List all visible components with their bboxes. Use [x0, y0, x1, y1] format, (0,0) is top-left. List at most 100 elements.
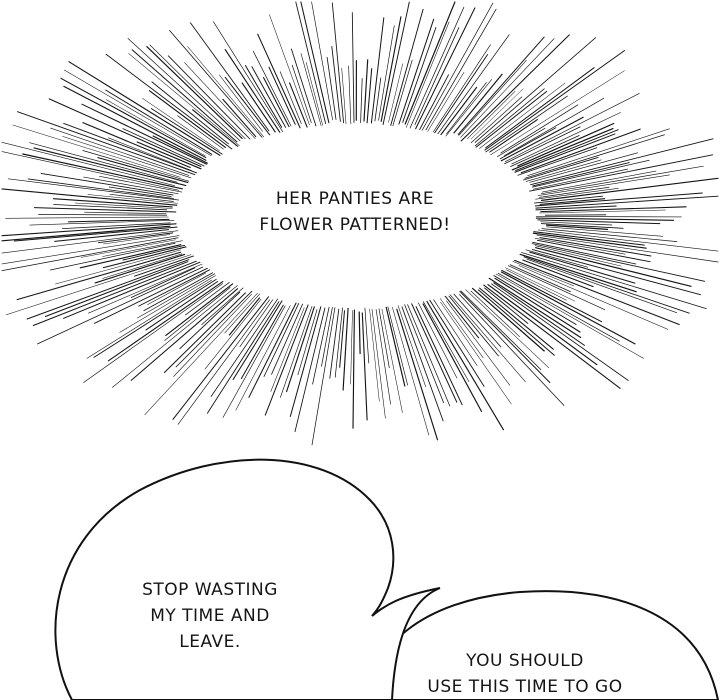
burst-ray — [228, 297, 261, 336]
burst-ray — [326, 56, 337, 120]
burst-ray — [385, 306, 406, 387]
burst-ray — [439, 86, 478, 137]
burst-ray — [224, 291, 262, 334]
burst-ray — [448, 293, 526, 383]
burst-ray — [539, 186, 610, 198]
burst-ray — [387, 306, 408, 386]
burst-ray — [528, 154, 714, 192]
burst-ray — [222, 98, 257, 138]
burst-ray — [511, 112, 621, 165]
burst-ray — [388, 63, 403, 123]
burst-ray — [369, 308, 380, 402]
burst-ray — [375, 309, 391, 405]
burst-ray — [239, 299, 274, 348]
speech-left-line-1: STOP WASTING — [142, 580, 278, 600]
burst-ray — [380, 16, 402, 122]
burst-ray — [487, 284, 598, 366]
burst-ray — [522, 156, 599, 181]
burst-ray — [297, 309, 318, 376]
burst-ray — [497, 272, 620, 342]
speech-right-line-2: USE THIS TIME TO GO — [427, 677, 623, 697]
burst-ray — [87, 194, 179, 204]
burst-ray — [535, 247, 692, 287]
burst-ray — [500, 104, 579, 154]
burst-ray — [128, 53, 241, 147]
burst-ray — [500, 271, 636, 345]
burst-ray — [271, 301, 304, 375]
burst-ray — [470, 290, 521, 338]
burst-ray — [401, 306, 444, 422]
burst-ray — [63, 122, 199, 175]
burst-ray — [201, 286, 245, 325]
burst-ray — [289, 306, 322, 418]
speech-left-line-2: MY TIME AND — [150, 606, 270, 626]
burst-ray — [500, 116, 584, 162]
burst-ray — [519, 251, 707, 309]
burst-ray — [494, 273, 644, 359]
burst-ray — [518, 265, 669, 330]
burst-ray — [53, 204, 168, 211]
burst-ray — [5, 254, 192, 316]
burst-ray — [86, 279, 212, 359]
burst-ray — [290, 48, 317, 128]
burst-ray — [541, 228, 678, 242]
burst-ray — [350, 310, 353, 385]
burst-ray — [407, 304, 451, 407]
burst-ray — [103, 234, 171, 245]
burst-ray — [513, 133, 616, 173]
burst-ray — [1, 225, 171, 242]
burst-ray — [504, 93, 640, 163]
burst-ray — [295, 1, 327, 124]
burst-ray — [94, 267, 210, 324]
burst-ray — [537, 229, 719, 252]
burst-ray — [94, 253, 186, 284]
focus-burst-center — [176, 124, 536, 308]
burst-ray — [251, 66, 287, 128]
burst-ray — [40, 172, 174, 196]
burst-ray — [426, 71, 465, 134]
burst-ray — [105, 53, 233, 150]
burst-ray — [378, 308, 390, 369]
burst-ray — [27, 178, 174, 199]
burst-ray — [382, 1, 410, 125]
burst-ray — [187, 46, 265, 139]
burst-ray — [108, 186, 172, 197]
burst-ray — [458, 34, 570, 144]
burst-ray — [422, 303, 483, 412]
burst-ray — [147, 272, 207, 305]
burst-ray — [82, 150, 190, 182]
burst-ray — [484, 95, 568, 154]
burst-ray — [363, 59, 369, 122]
burst-ray — [83, 283, 223, 383]
burst-ray — [33, 147, 188, 187]
burst-ray — [540, 165, 704, 195]
burst-ray — [150, 108, 224, 156]
burst-ray — [540, 206, 687, 213]
burst-ray — [417, 302, 458, 379]
burst-ray — [511, 128, 614, 171]
burst-ray — [1, 188, 180, 206]
burst-ray — [479, 287, 554, 350]
burst-ray — [334, 306, 344, 378]
burst-ray — [489, 70, 625, 156]
burst-ray — [264, 303, 309, 416]
burst-ray — [184, 62, 256, 139]
burst-ray — [55, 249, 181, 285]
burst-ray — [525, 249, 588, 268]
burst-ray — [219, 74, 264, 132]
burst-ray — [107, 281, 224, 362]
burst-ray — [458, 59, 527, 136]
burst-ray — [138, 268, 212, 307]
burst-ray — [497, 127, 546, 157]
burst-ray — [331, 2, 345, 124]
burst-ray — [17, 111, 197, 176]
burst-ray — [504, 97, 605, 156]
burst-ray — [532, 162, 630, 187]
burst-ray — [241, 82, 276, 133]
burst-ray — [112, 285, 238, 388]
burst-ray — [446, 300, 511, 386]
burst-ray — [1, 223, 177, 237]
burst-ray — [419, 74, 449, 131]
burst-ray — [460, 38, 555, 138]
